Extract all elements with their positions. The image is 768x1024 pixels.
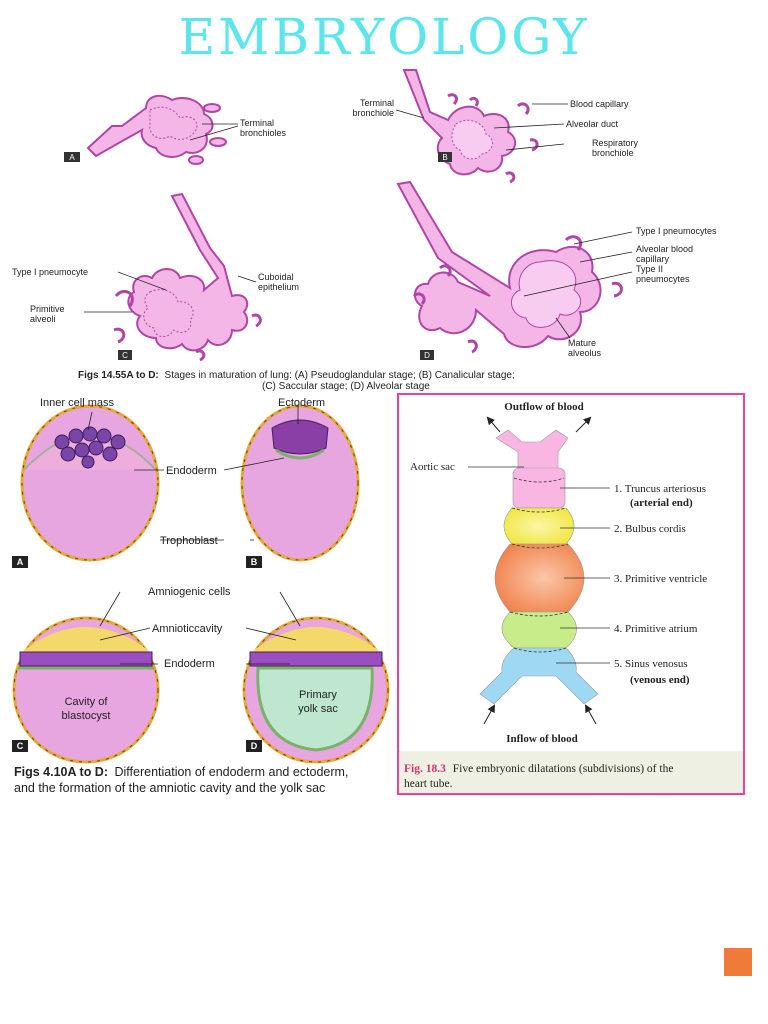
panel-letter: C: [122, 351, 128, 360]
blastocyst-figure: A B C Cavity of blas: [12, 397, 390, 795]
panel-letter: B: [442, 153, 447, 162]
label-type-i-pneumocyte: Type I pneumocyte: [12, 267, 88, 277]
blast-letter-c: C: [17, 741, 24, 751]
label-yolk-line2: yolk sac: [298, 703, 338, 715]
panel-letter: D: [424, 351, 430, 360]
heart-caption-line2: heart tube.: [404, 778, 453, 790]
label-blood-capillary: Blood capillary: [570, 99, 629, 109]
corner-accent-square: [724, 948, 752, 976]
segment-sinus: [479, 647, 599, 705]
label-inflow: Inflow of blood: [506, 733, 578, 745]
blast-letter-b: B: [251, 557, 258, 567]
page-title: EMBRYOLOGY: [178, 8, 590, 66]
label-inner-cell-mass: Inner cell mass: [40, 397, 114, 409]
blast-caption-line1: Figs 4.10A to D: Differentiation of endo…: [14, 765, 348, 779]
label-sinus-sub: (venous end): [630, 674, 690, 686]
label-truncus: 1. Truncus arteriosus: [614, 483, 706, 495]
blast-caption-line2: and the formation of the amniotic cavity…: [14, 781, 325, 795]
blast-letter-a: A: [17, 557, 24, 567]
label-trophoblast: Trophoblast: [160, 535, 218, 547]
label-amniotic-cavity: Amnioticcavity: [152, 623, 223, 635]
label-bulbus: 2. Bulbus cordis: [614, 523, 686, 535]
blastocyst-d: D Primary yolk sac: [242, 591, 390, 764]
label-outflow: Outflow of blood: [504, 401, 583, 413]
label-aortic-sac: Aortic sac: [410, 461, 455, 473]
blastocyst-b: B: [160, 404, 360, 568]
label-cavity-line1: Cavity of: [65, 696, 109, 708]
segment-atrium: [501, 611, 577, 649]
blastocyst-a: A: [12, 404, 164, 568]
label-endoderm-2: Endoderm: [164, 658, 215, 670]
blastocyst-c: C Cavity of blastocyst: [12, 591, 160, 764]
segment-truncus: [512, 467, 566, 509]
lung-caption-line2: (C) Saccular stage; (D) Alveolar stage: [262, 381, 430, 392]
heart-caption-line1: Fig. 18.3 Five embryonic dilatations (su…: [404, 763, 673, 775]
label-sinus: 5. Sinus venosus: [614, 658, 688, 670]
heart-figure: Outflow of blood Inflow of blood Aortic …: [397, 393, 745, 795]
label-amniogenic-cells: Amniogenic cells: [148, 586, 231, 598]
label-atrium: 4. Primitive atrium: [614, 623, 698, 635]
label-yolk-line1: Primary: [299, 689, 337, 701]
label-ectoderm: Ectoderm: [278, 397, 325, 409]
label-truncus-sub: (arterial end): [630, 497, 693, 509]
label-type-i-pneumocytes: Type I pneumocytes: [636, 226, 717, 236]
panel-letter-box: [64, 152, 80, 162]
label-ventricle: 3. Primitive ventricle: [614, 573, 707, 585]
panel-letter: A: [69, 153, 75, 162]
label-endoderm: Endoderm: [166, 465, 217, 477]
label-cavity-line2: blastocyst: [62, 710, 111, 722]
heart-caption-bg: [399, 751, 743, 793]
lung-caption-line1: Figs 14.55A to D: Stages in maturation o…: [78, 370, 515, 381]
segment-bulbus: [503, 507, 575, 545]
blast-letter-d: D: [251, 741, 258, 751]
label-alveolar-duct: Alveolar duct: [566, 119, 619, 129]
